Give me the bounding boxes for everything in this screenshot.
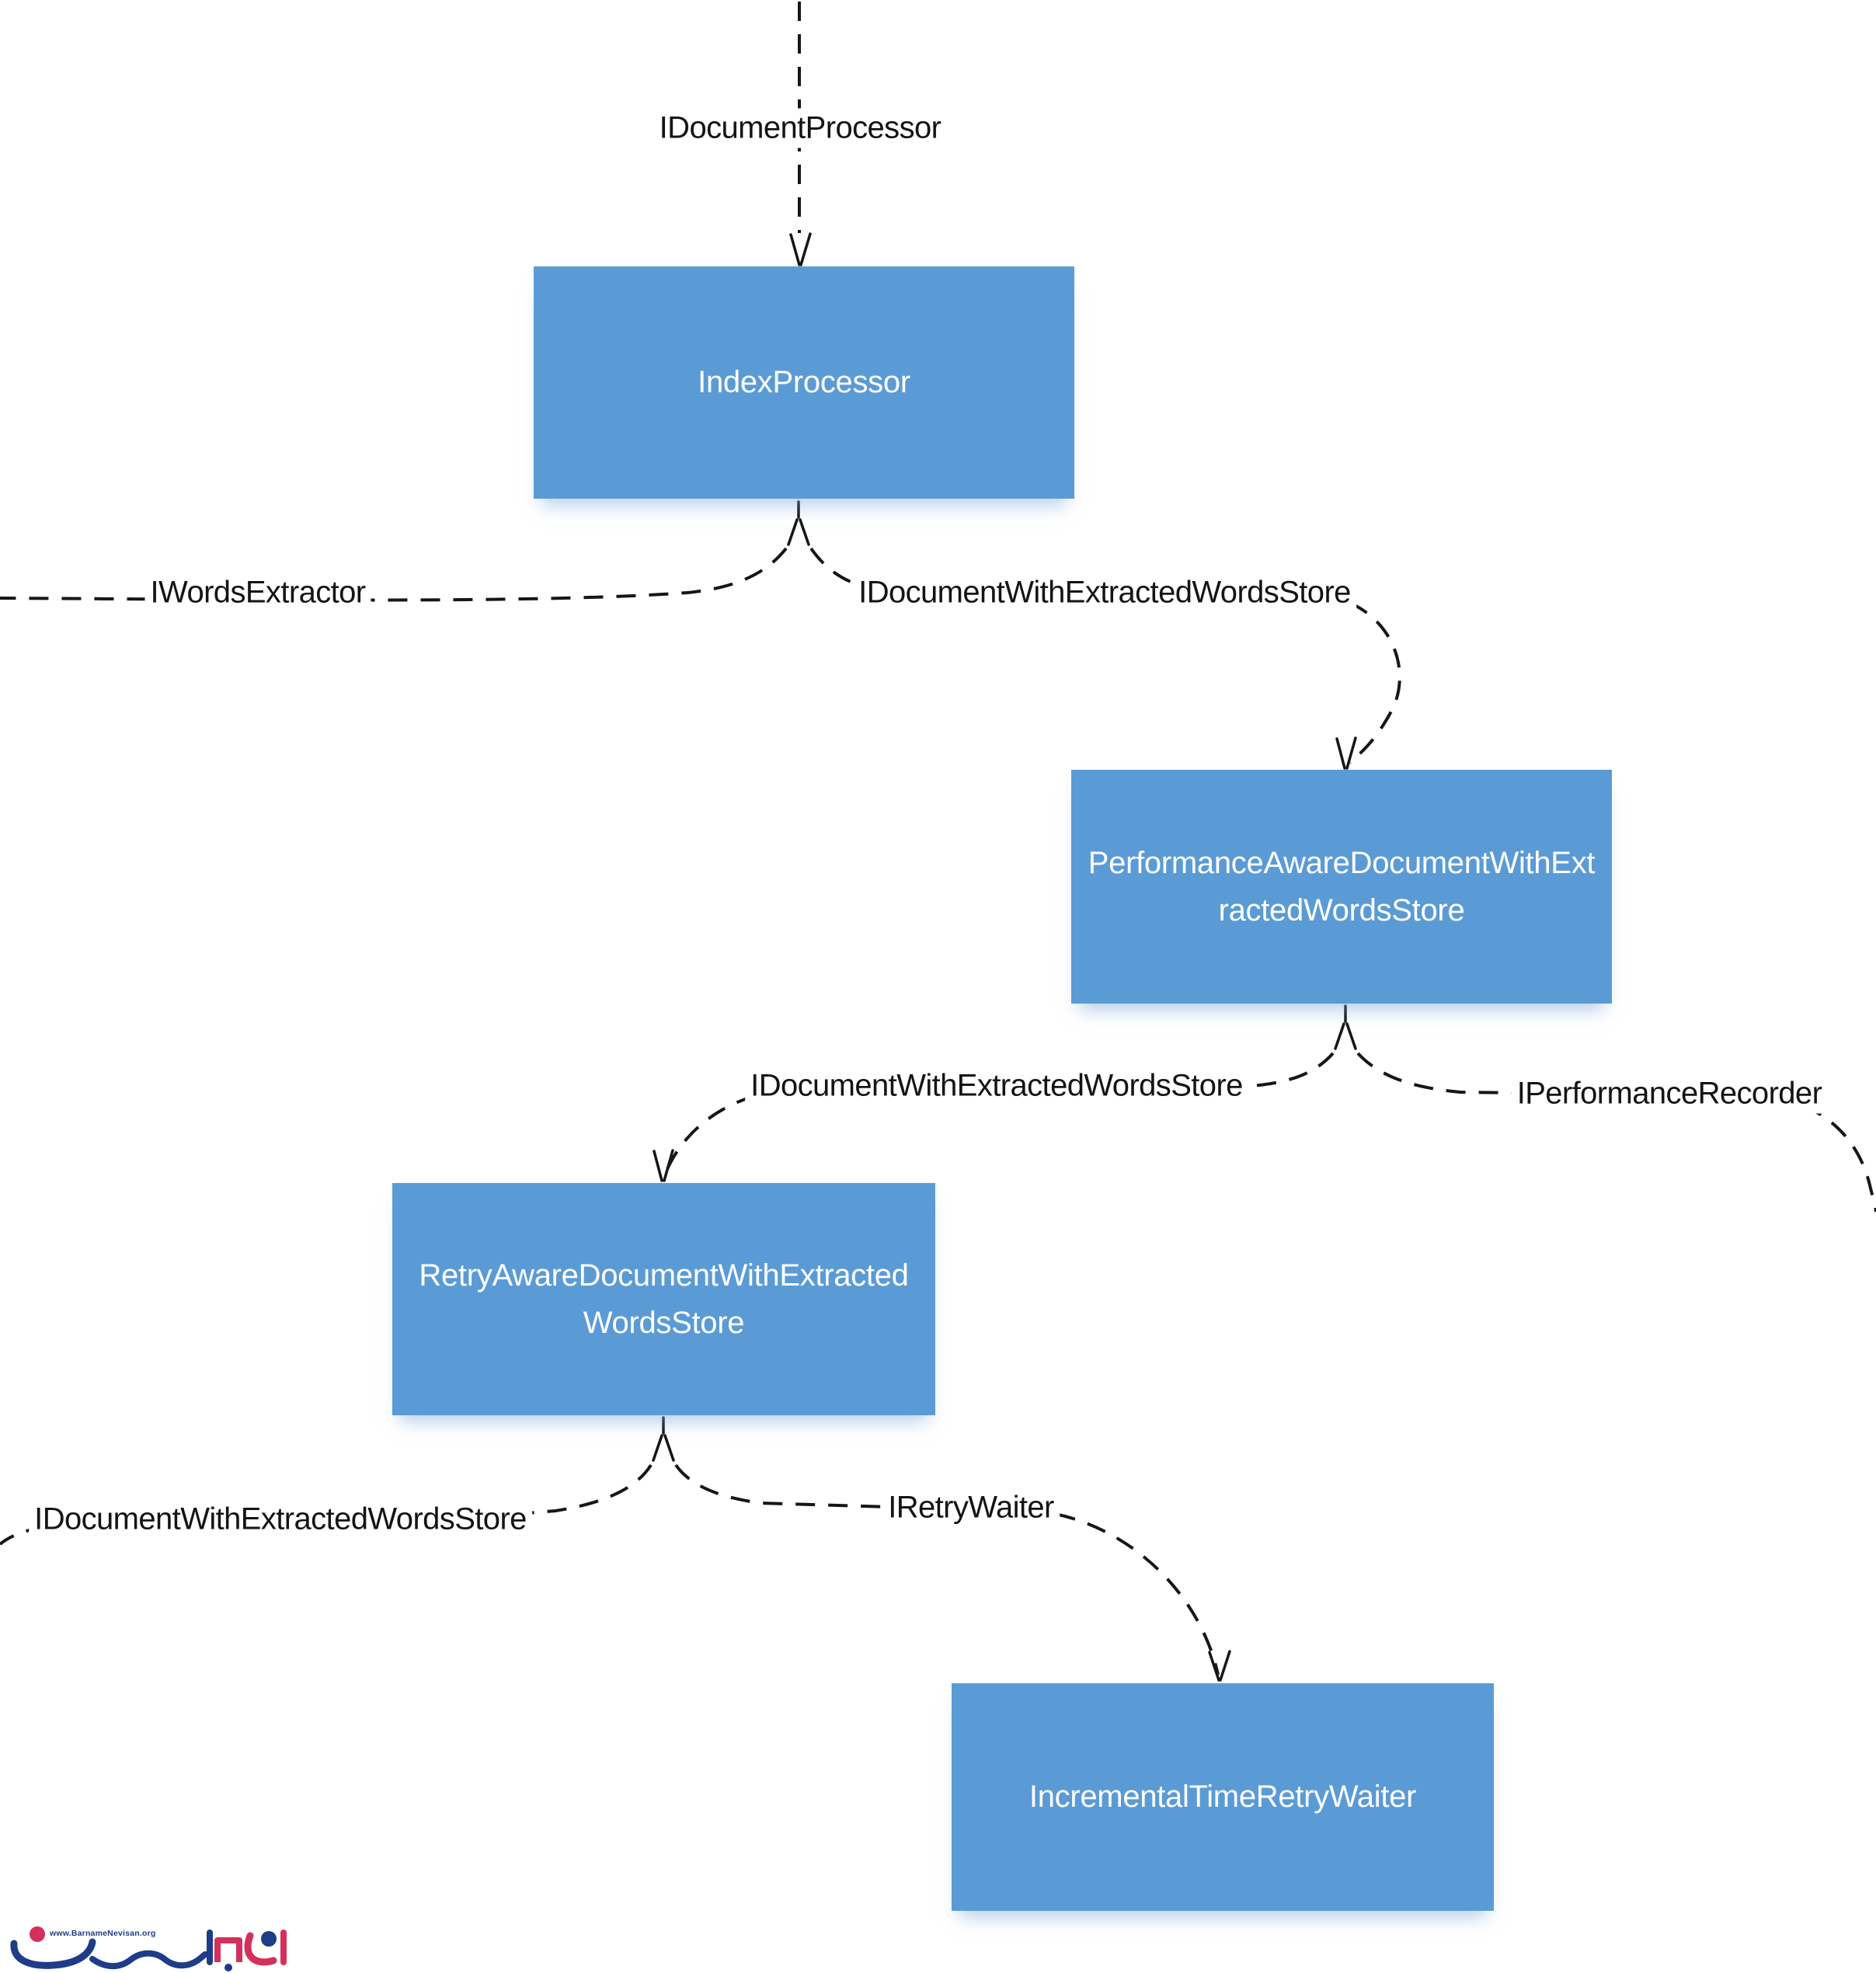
edge-iretrywaiter <box>674 1463 1220 1675</box>
node-label: IncrementalTimeRetryWaiter <box>1028 1780 1417 1814</box>
barnamenevisan-logo: www.BarnameNevisan.org <box>9 1922 289 1971</box>
node-label-line2: ractedWordsStore <box>1218 893 1465 927</box>
node-label-line1: PerformanceAwareDocumentWithExt <box>1088 845 1596 880</box>
edge-iwordsextractor <box>0 547 788 602</box>
edge-idocwes-mid <box>663 1052 1335 1175</box>
edge-idocwes-top <box>809 547 1401 764</box>
arrowhead-into-indexprocessor <box>789 232 812 266</box>
arrowhead-into-retryaware <box>653 1149 674 1182</box>
edge-label-iperformancerecorder: IPerformanceRecorder <box>1511 1073 1828 1114</box>
node-retry-aware-document-with-extracted-words-store: RetryAwareDocumentWithExtracted WordsSto… <box>392 1183 935 1415</box>
arrowhead-up-indexprocessor <box>787 500 810 546</box>
node-label-line2: WordsStore <box>583 1305 745 1340</box>
arrowhead-up-performanceaware <box>1334 1004 1357 1050</box>
node-label-line1: RetryAwareDocumentWithExtracted <box>419 1258 909 1293</box>
arrowhead-into-performanceaware <box>1335 736 1357 770</box>
edge-label-iretrywaiter: IRetryWaiter <box>882 1488 1060 1528</box>
edge-label-idocumentprocessor: IDocumentProcessor <box>653 108 947 148</box>
arrowhead-up-retryaware <box>652 1416 675 1462</box>
node-incremental-time-retry-waiter: IncrementalTimeRetryWaiter <box>952 1683 1494 1911</box>
node-performance-aware-document-with-extracted-words-store: PerformanceAwareDocumentWithExt ractedWo… <box>1071 770 1612 1004</box>
node-index-processor: IndexProcessor <box>534 266 1074 499</box>
edge-label-idocwes-mid: IDocumentWithExtractedWordsStore <box>745 1066 1248 1106</box>
logo-url-text: www.BarnameNevisan.org <box>50 1929 156 1938</box>
node-label: IndexProcessor <box>698 365 910 399</box>
edge-label-idocwes-bottom: IDocumentWithExtractedWordsStore <box>29 1499 532 1540</box>
edge-label-iwordsextractor: IWordsExtractor <box>144 572 371 613</box>
barnamenevisan-logo-art <box>10 1926 287 1971</box>
edge-label-idocwes-top: IDocumentWithExtractedWordsStore <box>853 572 1356 613</box>
arrowhead-into-incrementaltimeretrywaiter <box>1208 1650 1231 1682</box>
